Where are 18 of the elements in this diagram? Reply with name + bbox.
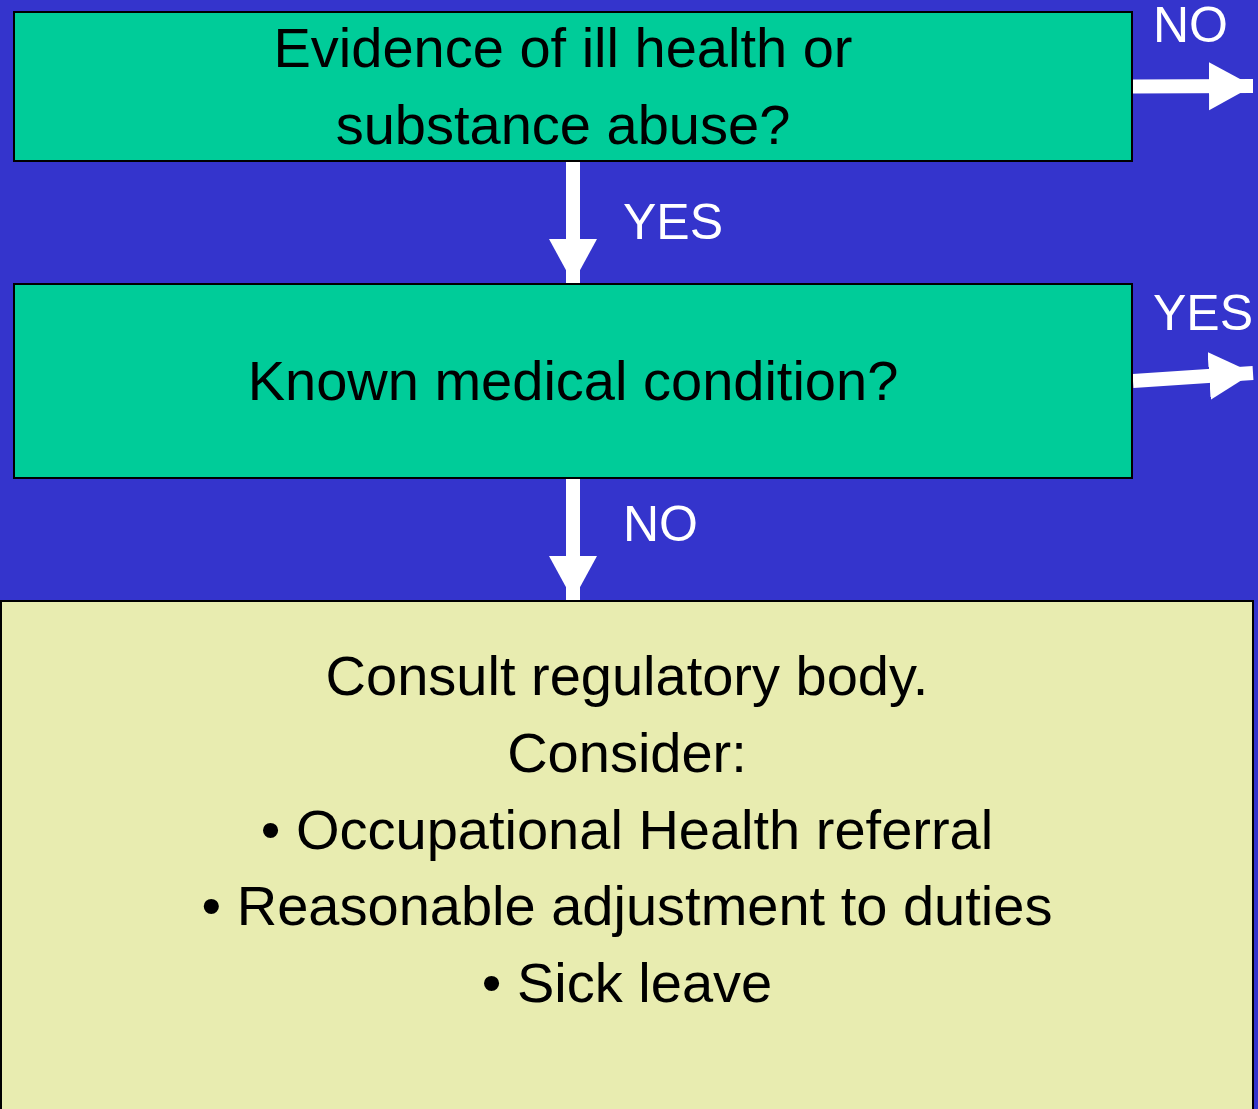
action-text: • Reasonable adjustment to duties: [201, 873, 1053, 940]
arrow: [1132, 62, 1254, 111]
edge-label: NO: [1153, 0, 1228, 50]
action-text: Consult regulatory body.: [325, 643, 929, 710]
edge-label: NO: [623, 499, 698, 549]
action-box: [0, 600, 1254, 1109]
action-text: • Occupational Health referral: [260, 796, 994, 863]
action-text: Consider:: [507, 719, 747, 786]
edge-label: YES: [623, 197, 724, 247]
edge-label: YES: [1153, 288, 1254, 338]
action-text: • Sick leave: [481, 950, 773, 1017]
arrow: [1132, 352, 1254, 400]
arrow: [549, 479, 597, 600]
question-text: Known medical condition?: [247, 347, 899, 414]
decision-box: [13, 11, 1133, 162]
arrow: [549, 162, 597, 283]
decision-box: [13, 283, 1133, 479]
question-text: Evidence of ill health or substance abuse?: [272, 14, 854, 158]
